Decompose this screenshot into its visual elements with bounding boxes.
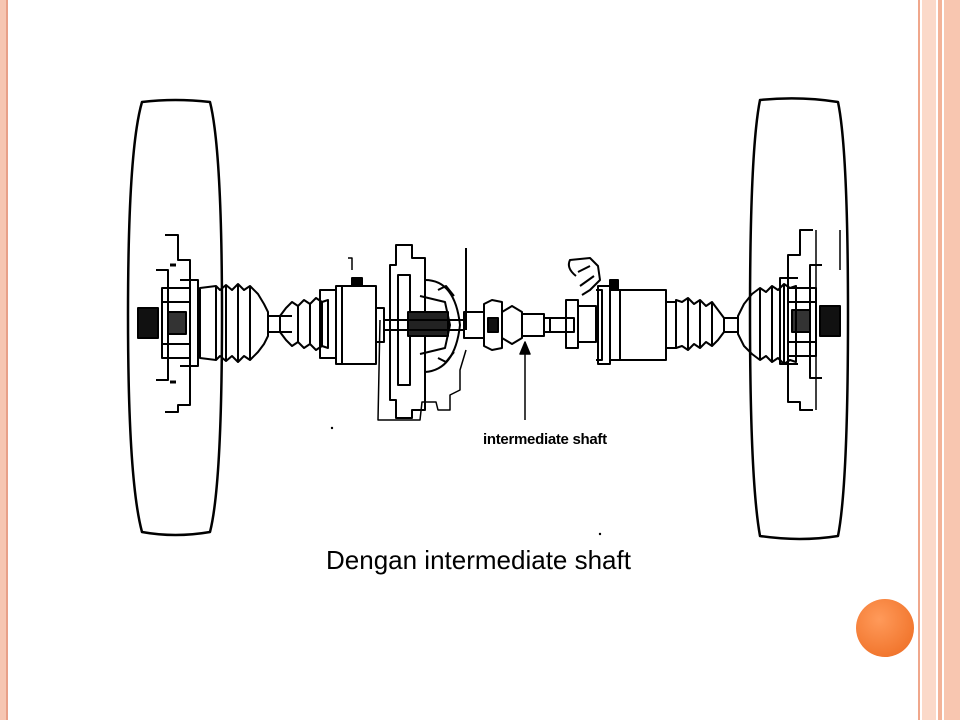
slide-caption: Dengan intermediate shaft bbox=[326, 545, 631, 575]
left-joint-housing bbox=[319, 277, 385, 365]
left-inner-cv-boot bbox=[279, 297, 329, 351]
right-inner-cv-boot bbox=[675, 297, 725, 351]
intermediate-shaft bbox=[463, 257, 603, 361]
slide-frame-right bbox=[918, 0, 960, 720]
orange-circle-icon bbox=[856, 599, 914, 657]
callout-arrow bbox=[519, 341, 531, 420]
left-wheel bbox=[126, 98, 224, 537]
right-hub-assembly bbox=[779, 229, 841, 411]
drive-shaft-diagram bbox=[120, 90, 850, 550]
left-hub-assembly bbox=[137, 234, 199, 413]
right-outer-cv-boot bbox=[737, 283, 797, 365]
right-joint-housing bbox=[597, 279, 677, 365]
right-drive-shaft bbox=[724, 317, 738, 333]
right-wheel bbox=[748, 97, 850, 541]
intermediate-shaft-label: intermediate shaft bbox=[483, 431, 607, 448]
differential-case bbox=[348, 244, 467, 421]
left-outer-cv-boot bbox=[199, 283, 269, 363]
slide-frame-left bbox=[0, 0, 8, 720]
